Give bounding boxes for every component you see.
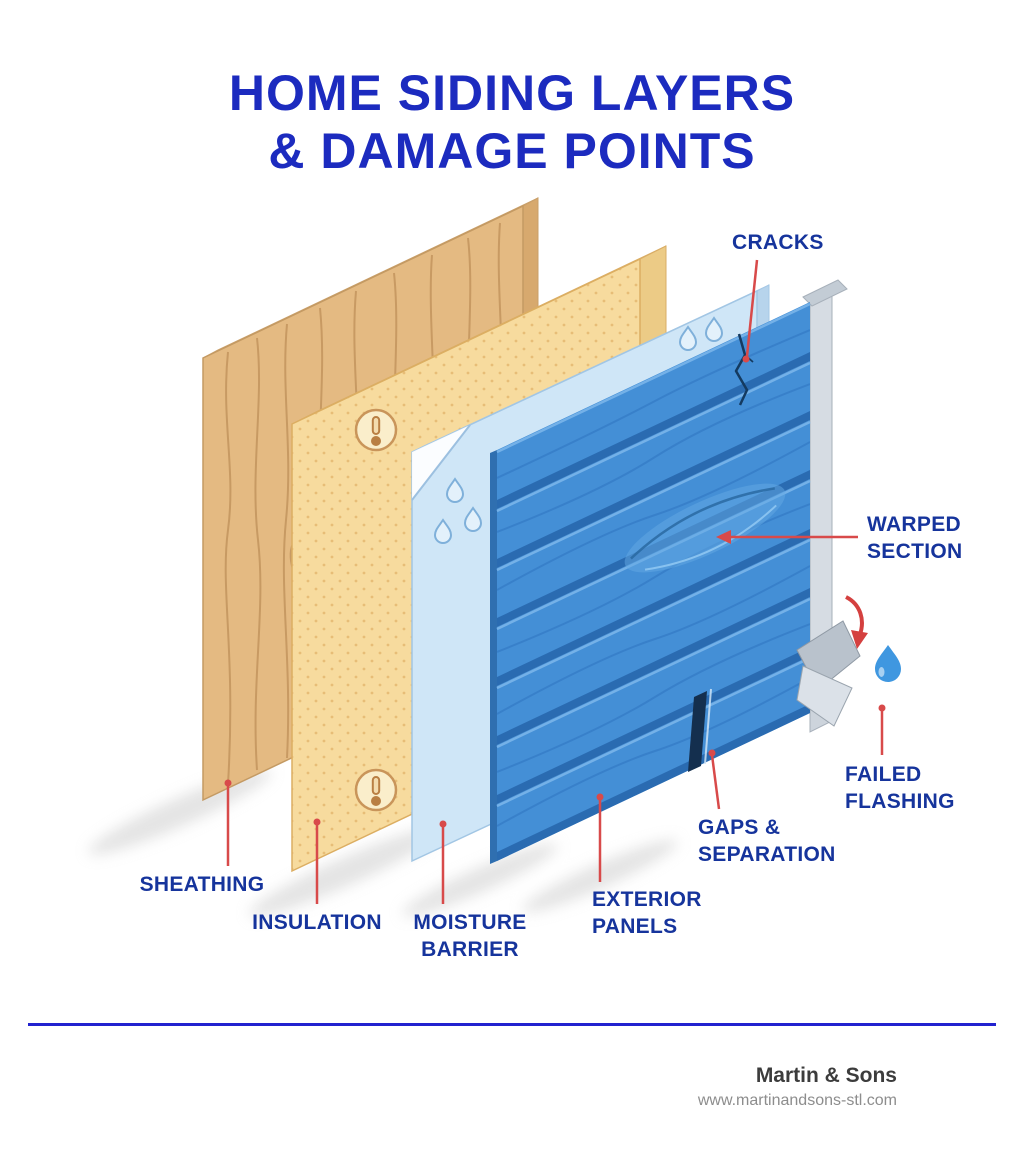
warped-section-mark (624, 483, 786, 573)
gaps-label-line1: GAPS & (698, 816, 781, 839)
board-highlights (496, 302, 811, 808)
siding-grain (497, 329, 810, 827)
moisture-barrier-label-line1: MOISTURE (413, 911, 527, 934)
curved-arrow-icon (844, 595, 868, 649)
failed-flashing-label: FAILED FLASHING (845, 761, 955, 815)
warped-section-label: WARPED SECTION (867, 511, 962, 565)
exterior-panels-label-line1: EXTERIOR (592, 888, 702, 911)
exterior-panels-label: EXTERIOR PANELS (592, 886, 702, 940)
failed-flashing-label-line1: FAILED (845, 763, 922, 786)
gap-mark (688, 688, 712, 772)
sheathing-label-text: SHEATHING (139, 873, 265, 896)
cracks-label-text: CRACKS (732, 231, 824, 254)
callout-line-gaps (708, 749, 721, 810)
callout-line-moisture-barrier (439, 820, 447, 904)
callout-line-exterior-panels (596, 793, 604, 882)
water-drop-icon (875, 645, 901, 682)
thermometer-icon (354, 768, 398, 812)
callout-line-sheathing (224, 779, 232, 866)
callout-lines (224, 259, 886, 904)
failed-flashing-piece (796, 620, 861, 727)
callout-line-insulation (313, 818, 321, 904)
insulation-label-text: INSULATION (252, 911, 382, 934)
moisture-barrier-label: MOISTURE BARRIER (370, 909, 570, 963)
callout-line-failed-flashing (878, 704, 886, 755)
moisture-barrier-label-line2: BARRIER (421, 938, 519, 961)
page-title-line1: HOME SIDING LAYERS (228, 65, 796, 121)
failed-flashing-label-line2: FLASHING (845, 790, 955, 813)
sheathing-label: SHEATHING (102, 871, 302, 898)
thermometer-icon (354, 408, 398, 452)
footer-divider (28, 1023, 996, 1026)
warped-label-line1: WARPED (867, 513, 961, 536)
callout-line-warped (716, 530, 858, 544)
brand-name: Martin & Sons (755, 1064, 897, 1087)
water-drop-icon (433, 316, 724, 544)
footer-brand: Martin & Sons www.martinandsons-stl.com (698, 1064, 897, 1110)
cracks-label: CRACKS (732, 229, 824, 256)
exterior-panels-label-line2: PANELS (592, 915, 678, 938)
gaps-separation-label: GAPS & SEPARATION (698, 814, 836, 868)
insulation-label: INSULATION (217, 909, 417, 936)
exterior-siding-panel (490, 302, 811, 864)
gaps-label-line2: SEPARATION (698, 843, 836, 866)
callout-line-cracks (742, 259, 759, 363)
page-title: HOME SIDING LAYERS & DAMAGE POINTS (0, 64, 1024, 180)
page-title-line2: & DAMAGE POINTS (268, 123, 756, 179)
warped-label-line2: SECTION (867, 540, 963, 563)
brand-website: www.martinandsons-stl.com (697, 1092, 897, 1109)
